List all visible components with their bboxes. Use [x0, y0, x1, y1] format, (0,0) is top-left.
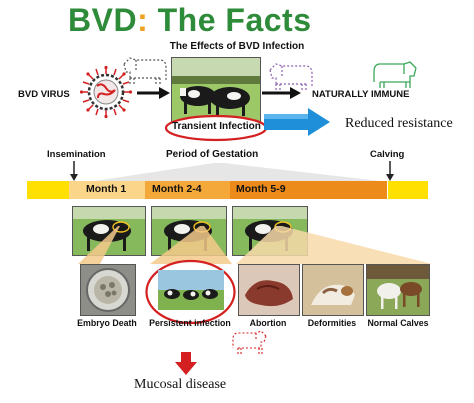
outcome-label-persistent-infection: Persistent infection [149, 318, 231, 328]
outcome-label-embryo-death: Embryo Death [77, 318, 137, 328]
month5-9-segment [230, 181, 387, 199]
post-calving-bar [388, 181, 428, 199]
month1-segment [69, 181, 145, 199]
title-colon: : [137, 2, 149, 38]
infected-cows-photo [171, 57, 261, 123]
month1-cow-photo [72, 206, 146, 256]
deformities-image [302, 264, 364, 316]
timeline-arrows [70, 161, 394, 181]
outcome-label-normal-calves: Normal Calves [367, 318, 429, 328]
outcome-fan-wedges [78, 226, 432, 264]
outcome-label-abortion: Abortion [249, 318, 287, 328]
month2-4-segment [145, 181, 230, 199]
gestation-label: Period of Gestation [166, 149, 259, 160]
mucosal-disease-label: Mucosal disease [134, 377, 227, 392]
month-label-2: Month 2-4 [152, 183, 202, 195]
arrow-to-infection-icon [137, 87, 170, 99]
reduced-resistance-arrow-icon [264, 108, 330, 136]
naturally-immune-label: NATURALLY IMMUNE [312, 89, 410, 100]
abortion-image [238, 264, 300, 316]
outcome-label-deformities: Deformities [307, 318, 357, 328]
month-label-1: Month 1 [86, 183, 127, 195]
reduced-resistance-label: Reduced resistance [345, 116, 453, 131]
title-main: BVD [68, 2, 138, 38]
virus-icon [80, 66, 132, 118]
pre-gestation-bar [27, 181, 69, 199]
immune-cow-outline-icon [269, 63, 313, 92]
subtitle: The Effects of BVD Infection [169, 41, 305, 52]
cow-outline-icon [123, 57, 167, 86]
embryo-death-image [80, 264, 136, 316]
page-title: BVD: The Facts [68, 2, 311, 39]
virus-label: BVD VIRUS [18, 89, 70, 100]
mucosal-arrow-icon [175, 352, 197, 375]
month-label-3: Month 5-9 [236, 183, 286, 195]
insemination-label: Insemination [47, 149, 106, 160]
transient-infection-label: Transient Infection [172, 121, 261, 132]
healthy-cow-outline-icon [373, 61, 417, 88]
arrow-to-immune-icon [262, 87, 301, 99]
normal-calves-image [366, 264, 430, 316]
title-rest: The Facts [148, 2, 312, 38]
persistent-infection-image [158, 270, 224, 310]
calving-label: Calving [370, 149, 405, 160]
persistent-cow-outline-icon [232, 330, 267, 354]
